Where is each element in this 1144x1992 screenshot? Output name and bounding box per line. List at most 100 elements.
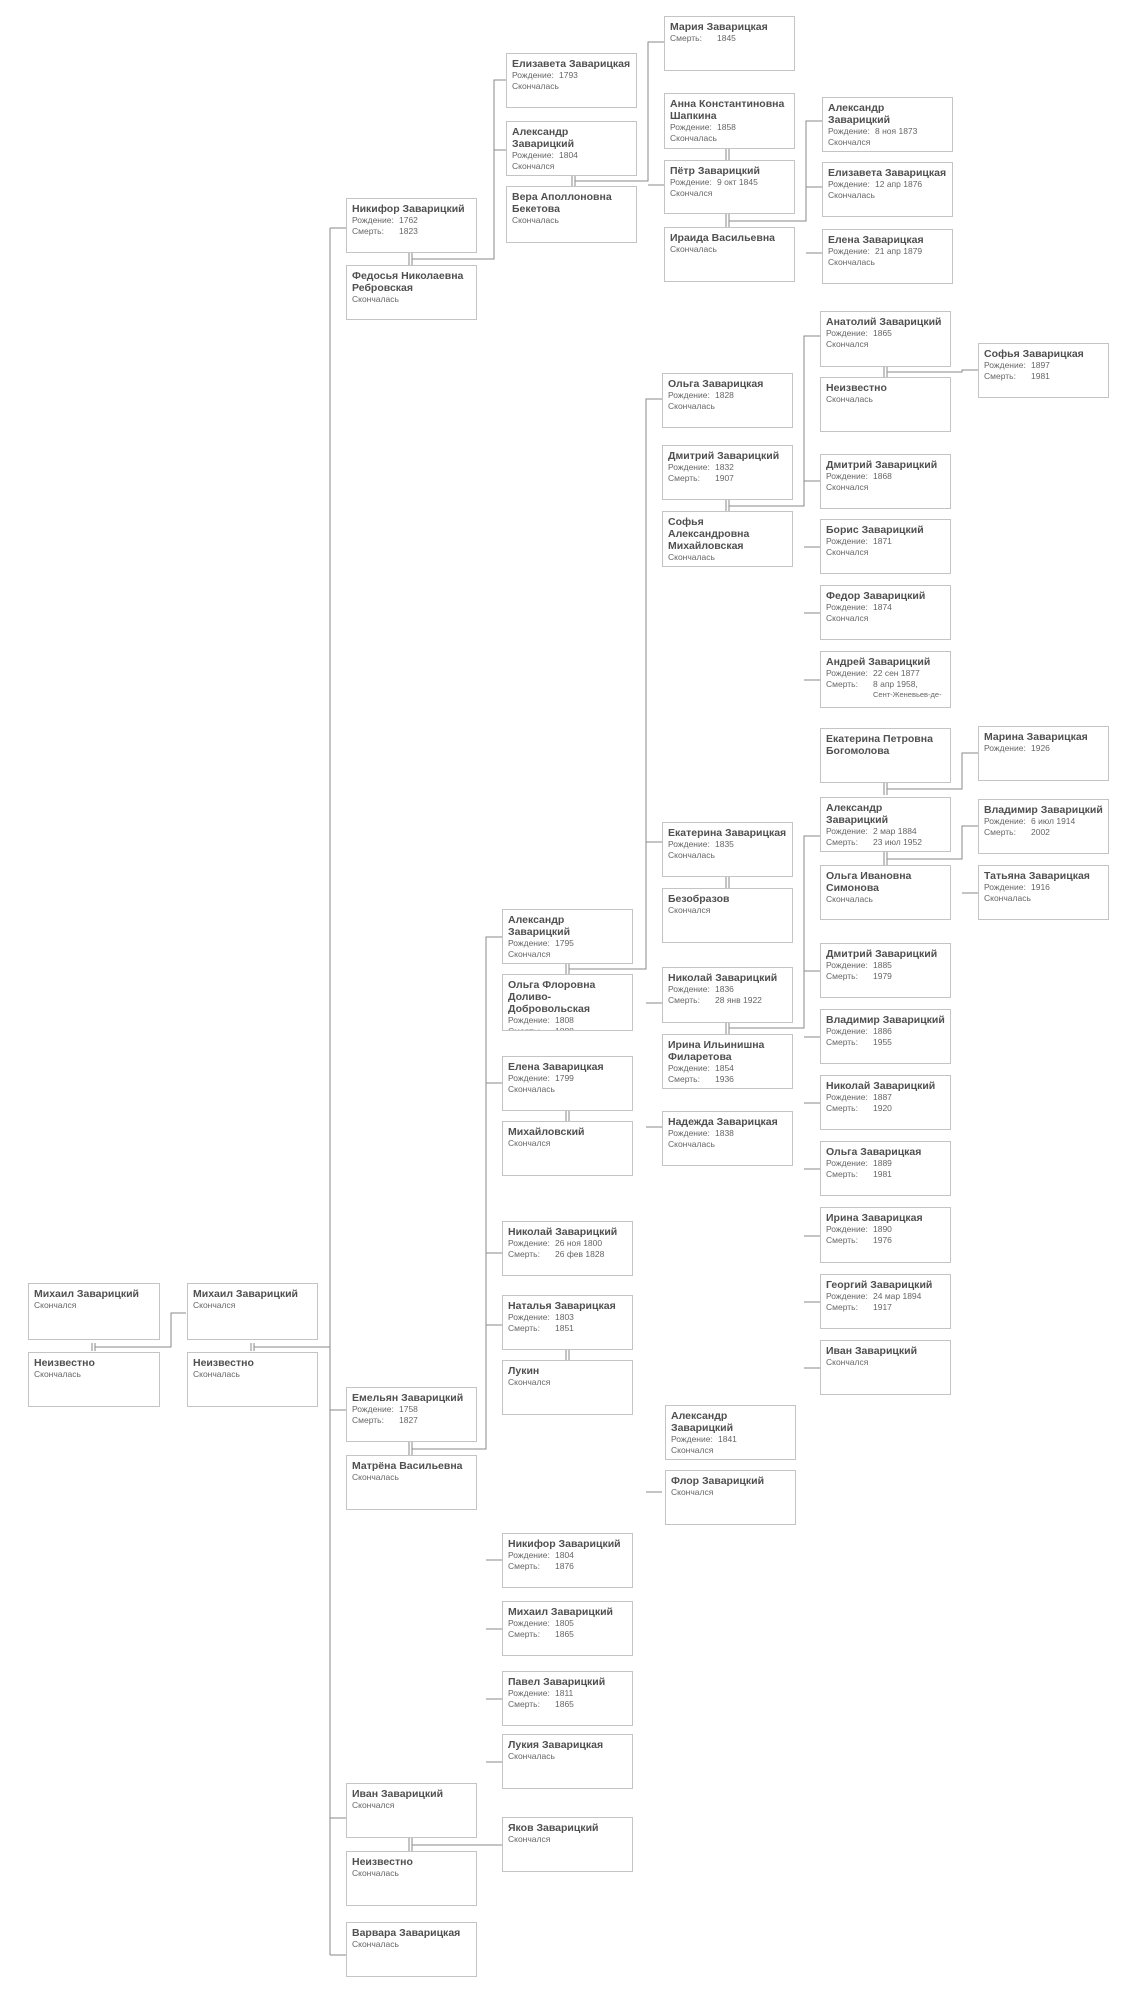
birth-date: 1803 [555,1312,574,1322]
death-row: Смерть:1976 [826,1235,945,1246]
person-name: Михаил Заварицкий [508,1606,613,1618]
birth-row: Рождение:1836 [668,984,787,995]
birth-date: 1832 [715,462,734,472]
death-date: 8 апр 1958, [873,679,918,689]
birth-date: 1805 [555,1618,574,1628]
person-name: Михайловский [508,1126,585,1138]
person-name: Варвара Заварицкая [352,1927,461,1939]
life-status: Скончалась [668,1139,715,1149]
death-row: Смерть:1888 [508,1026,627,1030]
death-label: Смерть: [668,995,700,1005]
birth-row: Рождение:1795 [508,938,627,949]
birth-row: Рождение:22 сен 1877 [826,668,945,679]
person-name: Софья Александровна Михайловская [668,516,750,552]
death-row: Смерть:1917 [826,1302,945,1313]
death-label: Смерть: [668,473,700,483]
person-name: Елена Заварицкая [828,234,924,246]
birth-row: Рождение:1804 [512,150,631,161]
life-status: Скончался [193,1300,236,1310]
person-name: Елизавета Заварицкая [828,167,947,179]
person-card-ekaterinapb[interactable]: Екатерина Петровна Богомолова [820,728,951,783]
person-name: Надежда Заварицкая [668,1116,778,1128]
birth-date: 1793 [559,70,578,80]
life-status: Скончалась [352,1472,399,1482]
death-row: Смерть:1851 [508,1323,627,1334]
life-status: Скончалась [508,1084,555,1094]
person-name: Дмитрий Заварицкий [668,450,780,462]
life-status: Скончался [671,1487,714,1497]
birth-row: Рождение:1808 [508,1015,627,1026]
life-status: Скончалась [668,850,715,860]
person-name: Федосья Николаевна Ребровская [352,270,464,294]
person-name: Ирина Заварицкая [826,1212,923,1224]
death-label: Смерть: [508,1249,540,1259]
death-label: Смерть: [668,1074,700,1084]
death-row: Смерть:1981 [826,1169,945,1180]
person-name: Неизвестно [826,382,887,394]
death-label: Смерть: [826,1235,858,1245]
